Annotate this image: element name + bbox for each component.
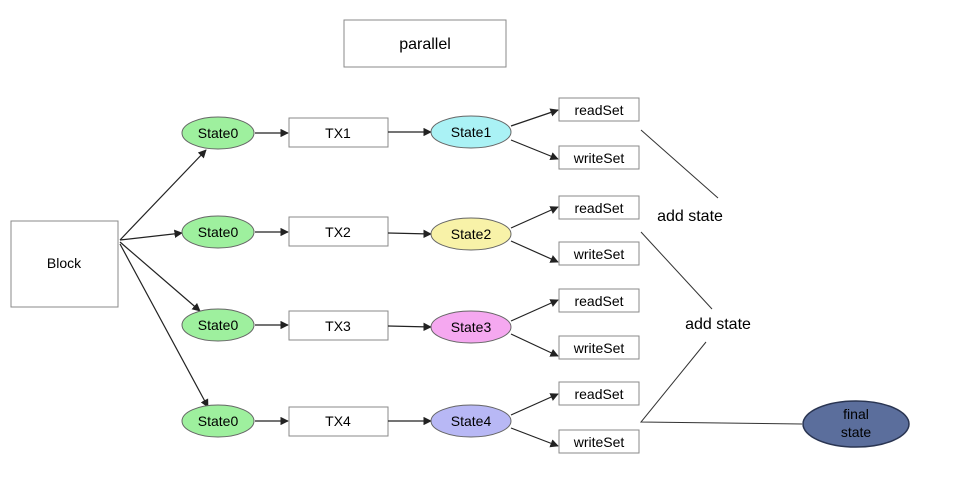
row-4: State0 TX4 State4 readSet writeSet <box>181 381 640 454</box>
tx-label: TX1 <box>325 125 351 141</box>
readset-label: readSet <box>574 293 623 309</box>
add-state-label-2: add state <box>685 316 751 333</box>
final-state-line1: final <box>843 406 869 422</box>
readset-box <box>558 381 640 406</box>
final-state-node: final state <box>802 400 910 448</box>
block-fanout-arrows <box>119 149 209 408</box>
state0-label: State0 <box>198 224 239 240</box>
readset-box <box>558 195 640 220</box>
state-node <box>430 217 512 251</box>
block-label: Block <box>47 255 82 271</box>
arrow-state-readset <box>510 393 559 416</box>
arrow-state-readset <box>510 299 559 322</box>
writeset-box <box>558 429 640 454</box>
readset-label: readSet <box>574 102 623 118</box>
arrow-state-writeset <box>510 333 559 357</box>
arrow-block-state0-3 <box>119 241 201 312</box>
arrow-state-writeset <box>510 240 559 263</box>
row-1: State0 TX1 State1 readSet writeSet <box>181 97 640 170</box>
state0-node <box>181 116 255 150</box>
writeset-box <box>558 241 640 266</box>
readset-box <box>558 97 640 122</box>
state-label: State1 <box>451 124 492 140</box>
readset-label: readSet <box>574 200 623 216</box>
writeset-label: writeSet <box>573 340 625 356</box>
row-2: State0 TX2 State2 readSet writeSet <box>181 195 640 266</box>
merge-lines <box>639 129 803 425</box>
title-box: parallel <box>343 19 507 68</box>
arrow-block-state0-4 <box>119 243 209 408</box>
block-node: Block <box>10 220 119 308</box>
writeset-label: writeSet <box>573 150 625 166</box>
writeset-label: writeSet <box>573 246 625 262</box>
writeset-box <box>558 145 640 170</box>
arrow-state-writeset <box>510 139 559 161</box>
state0-label: State0 <box>198 413 239 429</box>
arrow-state-readset <box>510 206 559 229</box>
title-label: parallel <box>399 36 451 53</box>
readset-label: readSet <box>574 386 623 402</box>
arrow-block-state0-1 <box>119 149 207 241</box>
state-node <box>430 310 512 344</box>
state0-node <box>181 215 255 249</box>
arrow-state-readset <box>510 108 559 127</box>
tx-label: TX4 <box>325 413 351 429</box>
writeset-label: writeSet <box>573 434 625 450</box>
tx-box <box>288 310 389 341</box>
writeset-box <box>558 335 640 360</box>
state0-node <box>181 308 255 342</box>
merge-line-middle <box>640 231 713 310</box>
state-node <box>430 115 512 149</box>
arrow-state-writeset <box>510 427 559 448</box>
merge-line-bottom <box>639 341 803 425</box>
arrow-tx-state <box>387 322 432 332</box>
state-label: State4 <box>451 413 492 429</box>
arrow-block-state0-2 <box>119 229 183 241</box>
state-label: State3 <box>451 319 492 335</box>
final-state-line2: state <box>841 424 872 440</box>
state-node <box>430 404 512 438</box>
row-3: State0 TX3 State3 readSet writeSet <box>181 288 640 360</box>
tx-label: TX2 <box>325 224 351 240</box>
tx-box <box>288 216 389 247</box>
state-label: State2 <box>451 226 492 242</box>
state0-node <box>181 404 255 438</box>
merge-line-top <box>640 129 719 199</box>
final-state-ellipse <box>802 400 910 448</box>
state0-label: State0 <box>198 125 239 141</box>
arrow-tx-state <box>387 229 432 239</box>
state0-label: State0 <box>198 317 239 333</box>
tx-label: TX3 <box>325 318 351 334</box>
readset-box <box>558 288 640 313</box>
add-state-label-1: add state <box>657 208 723 225</box>
